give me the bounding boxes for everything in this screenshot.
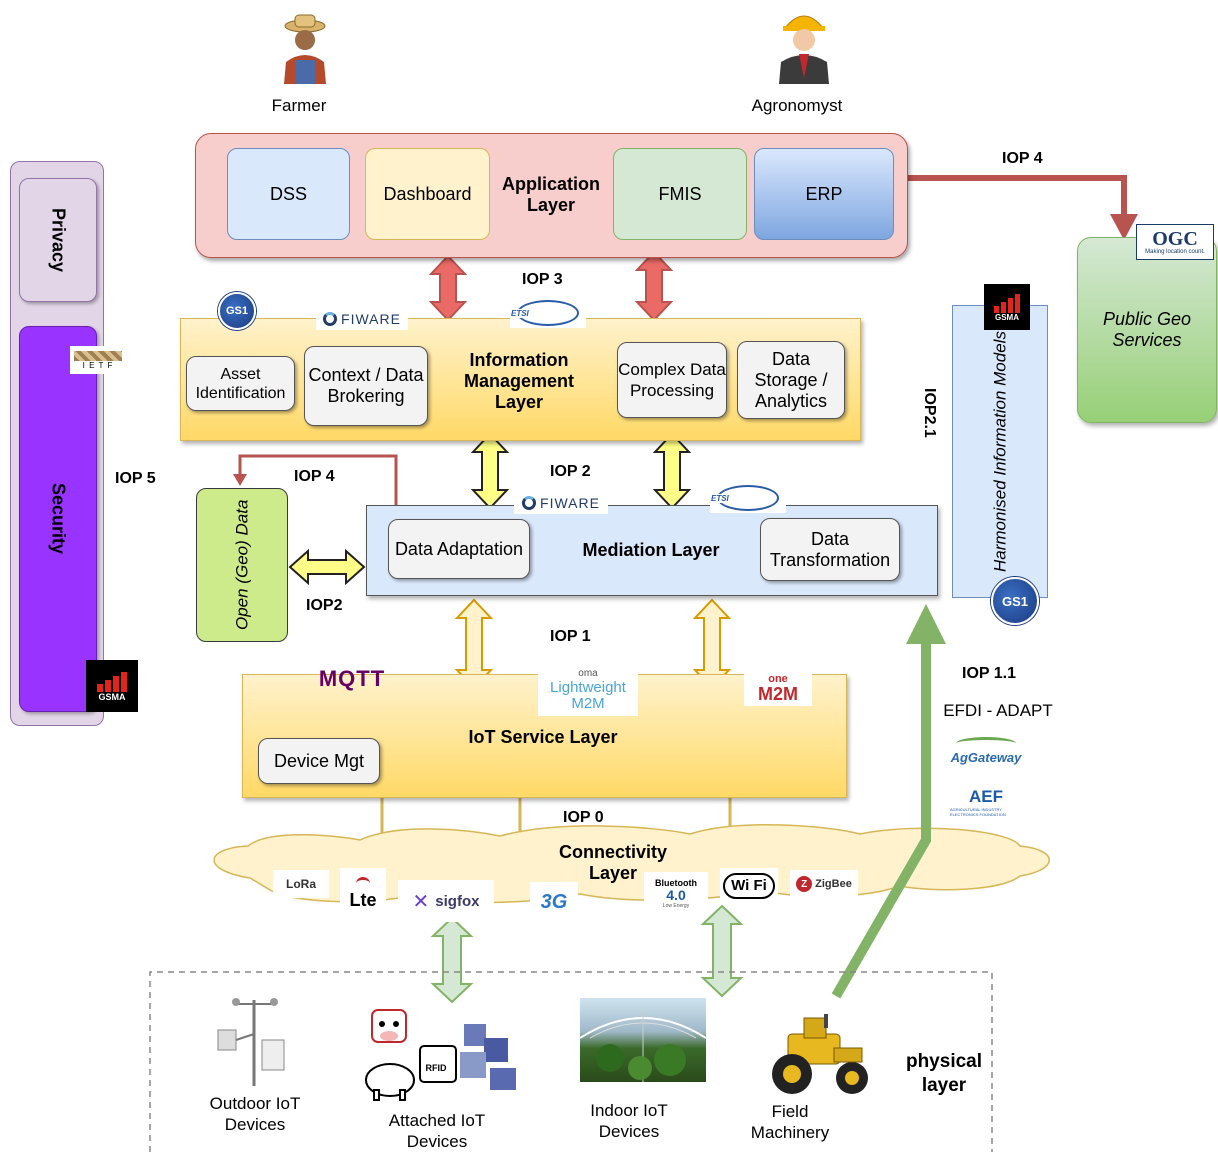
iop2-arrow-left [470, 432, 510, 510]
agronomist-label: Agronomyst [751, 96, 843, 115]
data-transformation-label: Data Transformation [769, 528, 891, 570]
iop0-label: IOP 0 [563, 809, 604, 826]
field-machinery-label: Field Machinery [750, 1102, 830, 1142]
application-layer-title: Application Layer [502, 174, 600, 215]
iop4-left-arrow [238, 454, 398, 505]
privacy-label: Privacy [48, 207, 69, 273]
mqtt-logo: MQTT [318, 666, 386, 691]
device-mgt-box: Device Mgt [258, 738, 380, 784]
wifi-logo: Wi Fi [720, 868, 778, 904]
dss-box: DSS [227, 148, 350, 240]
data-adaptation-label: Data Adaptation [394, 538, 524, 559]
gsma-logo-security: GSMA [86, 660, 138, 712]
information-layer-title: Information Management Layer [463, 349, 575, 412]
agronomist-icon [775, 8, 833, 84]
zigbee-logo: Z ZigBee [790, 870, 858, 898]
iop4-top-arrow [908, 175, 1127, 222]
data-transformation-box: Data Transformation [760, 518, 900, 581]
fmis-box: FMIS [613, 148, 747, 240]
device-arrow-left [430, 916, 474, 1004]
fiware-logo-info: FIWARE [316, 308, 408, 330]
tractor-icon [762, 1012, 874, 1100]
iop2-arrow-right [652, 432, 692, 510]
attached-devices-icon [360, 1008, 524, 1104]
rfid-label-icon: RFID [425, 1063, 447, 1073]
iop1-label: IOP 1 [550, 628, 591, 645]
ietf-logo: I E T F [70, 346, 126, 374]
outdoor-devices-label: Outdoor IoT Devices [209, 1094, 301, 1134]
dss-label: DSS [269, 183, 307, 204]
complex-processing-label: Complex Data Processing [618, 360, 726, 400]
iop4-top-label: IOP 4 [1002, 150, 1043, 167]
etsi-logo-info: ETSI [510, 298, 586, 328]
dashboard-box: Dashboard [365, 148, 490, 240]
data-storage-box: Data Storage / Analytics [737, 341, 845, 419]
fiware-logo-mediation: FIWARE [514, 492, 608, 514]
iop2-label: IOP 2 [550, 463, 591, 480]
aef-logo: AEF AGRICULTURAL INDUSTRY ELECTRONICS FO… [950, 787, 1006, 817]
asset-identification-box: Asset Identification [186, 356, 295, 411]
indoor-devices-label: Indoor IoT Devices [590, 1101, 668, 1141]
farmer-icon [278, 12, 332, 84]
data-adaptation-box: Data Adaptation [388, 519, 530, 579]
farmer-label: Farmer [271, 96, 327, 115]
open-geo-data-box: Open (Geo) Data [196, 488, 288, 642]
aggateway-logo: AgGateway [940, 734, 1032, 768]
lwm2m-logo: oma Lightweight M2M [538, 664, 638, 716]
context-brokering-label: Context / Data Brokering [308, 365, 424, 406]
fmis-label: FMIS [658, 183, 702, 204]
context-brokering-box: Context / Data Brokering [304, 346, 428, 426]
erp-box: ERP [754, 148, 894, 240]
physical-layer-label: physical layer [905, 1051, 983, 1096]
etsi-logo-mediation: ETSI [710, 483, 786, 513]
public-geo-label: Public Geo Services [1102, 309, 1192, 350]
iop11-green-arrow [831, 640, 931, 999]
weather-station-icon [212, 994, 298, 1090]
iop5-label: IOP 5 [115, 470, 156, 487]
gs1-logo-harmonised: GS1 [986, 576, 1044, 626]
harmonised-models-label: Harmonised Information Models [990, 331, 1010, 572]
ogc-logo: OGC Making location count. [1136, 224, 1214, 260]
device-arrow-right [700, 904, 744, 998]
iop11-label: IOP 1.1 [962, 665, 1016, 682]
device-mgt-label: Device Mgt [273, 750, 365, 771]
public-geo-services-box: Public Geo Services [1077, 237, 1217, 423]
asset-identification-label: Asset Identification [195, 365, 286, 402]
security-box: Security [19, 326, 97, 712]
iop21-label: IOP2.1 [921, 388, 938, 438]
privacy-box: Privacy [19, 178, 97, 302]
lte-logo: Lte [340, 868, 386, 920]
security-label: Security [48, 483, 69, 555]
iop3-label: IOP 3 [522, 271, 563, 288]
complex-processing-box: Complex Data Processing [617, 342, 727, 418]
iop2-left-label: IOP2 [306, 597, 343, 614]
iop4-left-label: IOP 4 [294, 468, 335, 485]
iop3-arrow-left [428, 254, 468, 322]
bluetooth-logo: Bluetooth 4.0 Low Energy [644, 872, 708, 914]
open-geo-data-label: Open (Geo) Data [232, 499, 252, 631]
lora-logo: LoRa [273, 870, 329, 898]
physical-layer-frame [149, 971, 993, 1152]
efdi-adapt-label: EFDI - ADAPT [943, 701, 1053, 720]
iop2-horizontal-arrow [288, 548, 366, 586]
gsma-logo-harmonised: GSMA [984, 284, 1030, 330]
iot-layer-title: IoT Service Layer [468, 726, 618, 747]
data-storage-label: Data Storage / Analytics [754, 348, 828, 411]
dashboard-label: Dashboard [383, 183, 472, 204]
attached-devices-label: Attached IoT Devices [388, 1111, 486, 1151]
greenhouse-image [580, 998, 706, 1082]
harmonised-models-box: Harmonised Information Models [952, 305, 1048, 598]
erp-label: ERP [805, 183, 843, 204]
connectivity-layer-title: Connectivity Layer [558, 842, 668, 883]
onem2m-logo: one M2M [744, 670, 812, 706]
sigfox-logo: ✕ sigfox [398, 880, 494, 922]
gs1-logo-info: GS1 [213, 292, 261, 330]
iop3-arrow-right [634, 250, 674, 322]
3g-logo: 3G [530, 882, 578, 922]
mediation-layer-title: Mediation Layer [582, 539, 720, 560]
